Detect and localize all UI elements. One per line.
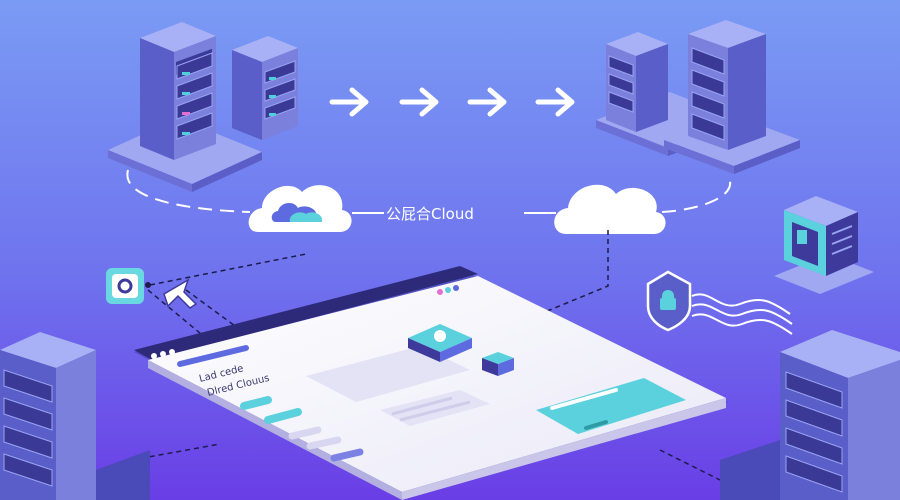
arrow-right-icon [329, 87, 575, 117]
floating-cube [408, 324, 472, 362]
cloud-label: 公屁合Cloud [386, 205, 474, 223]
panel-content-blocks [306, 346, 686, 434]
connection-lines [126, 169, 732, 214]
server-icon [0, 332, 150, 500]
connection-dot [145, 282, 151, 288]
shield-icon [646, 270, 692, 332]
server-leds [182, 72, 190, 135]
server-icon [774, 196, 874, 294]
dashboard-panel [134, 266, 728, 500]
cursor-icon [163, 278, 198, 309]
panel-sidebar [177, 345, 364, 462]
cloud-icon [554, 184, 666, 234]
lock-icon [106, 268, 144, 304]
window-dots [151, 285, 459, 359]
cloud-icon [248, 185, 352, 232]
server-icon [720, 330, 900, 500]
server-icon [664, 20, 800, 174]
server-icon [232, 36, 298, 140]
wave-lines [691, 293, 793, 335]
floating-cube [482, 352, 514, 376]
